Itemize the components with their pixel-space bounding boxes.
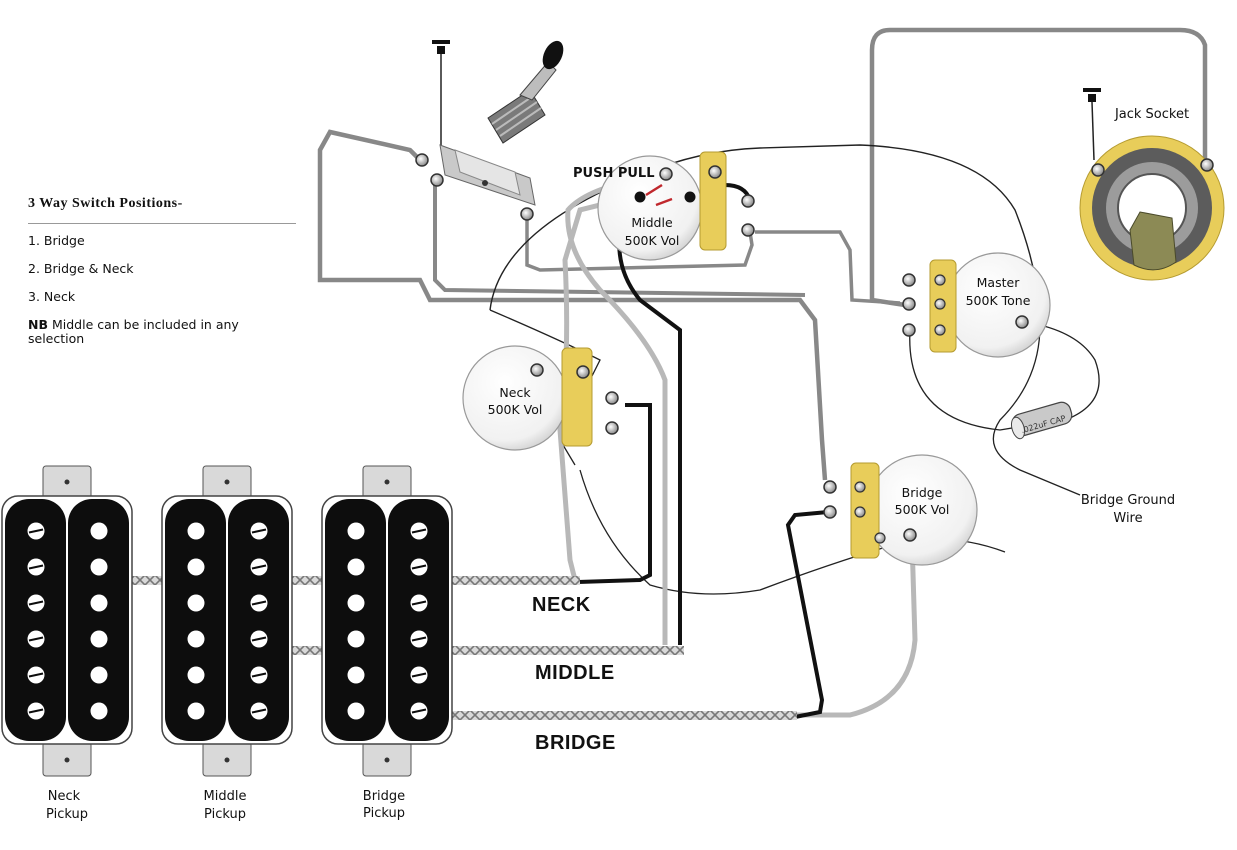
pole-piece bbox=[90, 522, 108, 540]
switch-positions-legend: 3 Way Switch Positions- 1. Bridge 2. Bri… bbox=[28, 196, 298, 360]
middle-pot-label-1: Middle bbox=[631, 215, 673, 230]
pole-piece bbox=[347, 558, 365, 576]
master-pot-label-1: Master bbox=[977, 275, 1021, 290]
switch-output-wire bbox=[525, 215, 754, 272]
neck-pickup-label-2: Pickup bbox=[46, 807, 88, 822]
bridge-wire-label: BRIDGE bbox=[535, 732, 616, 754]
pole-piece bbox=[187, 522, 205, 540]
legend-note-bold: NB bbox=[28, 317, 48, 332]
neck-pickup bbox=[1, 465, 133, 777]
pole-piece bbox=[90, 630, 108, 648]
legend-note: NB Middle can be included in any selecti… bbox=[28, 318, 298, 346]
pole-piece bbox=[347, 522, 365, 540]
middle-pot-label-2: 500K Vol bbox=[625, 233, 680, 248]
master-tone-pot: Master 500K Tone bbox=[902, 252, 1051, 358]
legend-divider bbox=[28, 223, 296, 224]
bridge-pickup-label-1: Bridge bbox=[363, 789, 405, 804]
ground-symbol-jack bbox=[1083, 88, 1101, 161]
neck-pickup-label-1: Neck bbox=[48, 789, 81, 804]
pole-piece bbox=[187, 594, 205, 612]
ground-symbol-switch bbox=[432, 40, 450, 145]
ground-wire-label-1: Bridge Ground bbox=[1081, 493, 1175, 508]
bridge-pot: Bridge 500K Vol bbox=[823, 454, 978, 566]
legend-title: 3 Way Switch Positions- bbox=[28, 196, 183, 211]
middle-wire-label: MIDDLE bbox=[535, 662, 615, 684]
push-pull-label: PUSH PULL bbox=[573, 166, 655, 181]
master-pot-label-2: 500K Tone bbox=[966, 293, 1031, 308]
legend-note-text: Middle can be included in any selection bbox=[28, 317, 239, 346]
legend-item-1: 1. Bridge bbox=[28, 233, 85, 248]
three-way-switch bbox=[415, 40, 564, 221]
jack-socket: Jack Socket bbox=[1079, 88, 1225, 281]
pole-piece bbox=[90, 702, 108, 720]
pole-piece bbox=[90, 666, 108, 684]
pickups bbox=[1, 465, 453, 777]
pole-piece bbox=[347, 594, 365, 612]
switch-threaded-collar bbox=[487, 89, 546, 144]
pole-piece bbox=[90, 558, 108, 576]
pole-piece bbox=[187, 630, 205, 648]
pole-piece bbox=[347, 630, 365, 648]
neck-pot-label-1: Neck bbox=[499, 385, 531, 400]
neck-lead bbox=[452, 576, 580, 585]
switch-to-jack-wire bbox=[317, 129, 828, 481]
neck-pot-label-2: 500K Vol bbox=[488, 402, 543, 417]
pole-piece bbox=[347, 666, 365, 684]
bridge-black-wire bbox=[785, 510, 829, 719]
ground-wire-label-2: Wire bbox=[1113, 511, 1142, 526]
middle-pickup bbox=[161, 465, 293, 777]
legend-item-3: 3. Neck bbox=[28, 289, 76, 304]
pole-piece bbox=[187, 558, 205, 576]
middle-pickup-label-2: Pickup bbox=[204, 807, 246, 822]
bridge-grey-wire bbox=[795, 539, 918, 718]
pole-piece bbox=[187, 666, 205, 684]
middle-to-master-wire bbox=[755, 230, 901, 305]
middle-pot: PUSH PULL Middle 500K Vol bbox=[573, 151, 755, 261]
bridge-lead bbox=[452, 711, 797, 720]
bridge-pot-label-2: 500K Vol bbox=[895, 502, 950, 517]
bridge-pickup-label-2: Pickup bbox=[363, 806, 405, 821]
switch-to-middle-wire bbox=[433, 180, 806, 297]
neck-black-wire bbox=[577, 403, 652, 584]
middle-pickup-label-1: Middle bbox=[204, 789, 247, 804]
jack-label: Jack Socket bbox=[1114, 107, 1189, 122]
middle-lead bbox=[452, 646, 684, 655]
bridge-pickup bbox=[321, 465, 453, 777]
pole-piece bbox=[187, 702, 205, 720]
pole-piece bbox=[347, 702, 365, 720]
legend-item-2: 2. Bridge & Neck bbox=[28, 261, 134, 276]
pole-piece bbox=[90, 594, 108, 612]
neck-pot: Neck 500K Vol bbox=[462, 345, 619, 451]
pickup-leads bbox=[130, 576, 797, 720]
bridge-pot-label-1: Bridge bbox=[902, 485, 943, 500]
tone-capacitor: .022uF CAP bbox=[1010, 401, 1073, 440]
switch-tip bbox=[542, 40, 564, 70]
neck-wire-label: NECK bbox=[532, 594, 591, 616]
jack-hot-wire bbox=[869, 27, 1208, 308]
